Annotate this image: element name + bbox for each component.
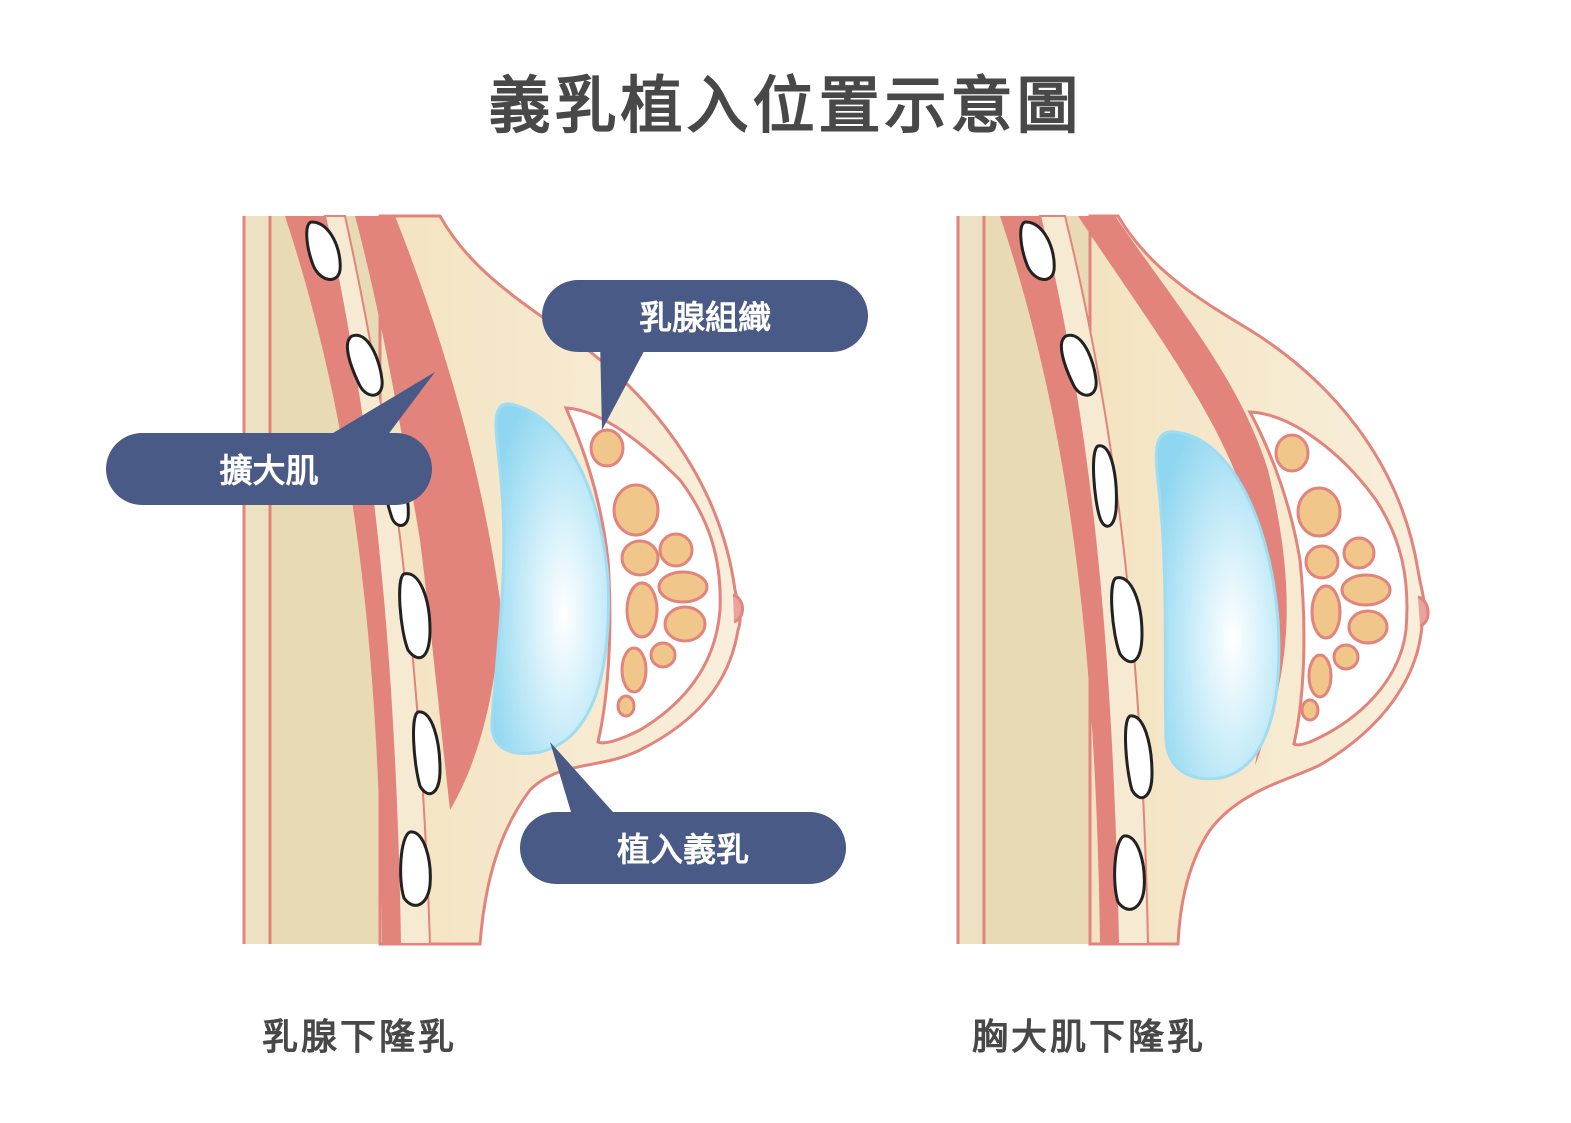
callout-muscle-pointer — [308, 372, 435, 448]
caption-subglandular: 乳腺下隆乳 — [262, 1017, 458, 1058]
fat-lobules — [1274, 433, 1392, 722]
page-title: 義乳植入位置示意圖 — [488, 69, 1083, 142]
callout-gland-pointer — [600, 340, 650, 430]
callout-implant: 植入義乳 — [520, 742, 846, 884]
callout-gland-label: 乳腺組織 — [639, 298, 771, 337]
implant — [1154, 430, 1281, 781]
rib-band — [1000, 216, 1118, 944]
ribs — [1019, 220, 1154, 911]
callout-implant-pointer — [550, 742, 622, 822]
chest-wall-edge — [958, 216, 984, 944]
callout-muscle: 擴大肌 — [106, 372, 435, 505]
subglandular-illustration — [242, 214, 744, 946]
mammary-gland — [1247, 410, 1409, 747]
caption-submuscular: 胸大肌下隆乳 — [972, 1017, 1207, 1058]
nipple — [732, 593, 744, 624]
chest-wall-edge — [244, 216, 270, 944]
callout-gland: 乳腺組織 — [542, 280, 868, 430]
callout-muscle-label: 擴大肌 — [220, 451, 319, 490]
fat-lobules — [589, 428, 709, 718]
submuscular-illustration — [956, 214, 1430, 946]
pectoral-muscle — [355, 216, 500, 810]
nipple — [1417, 595, 1430, 628]
rib-band — [285, 216, 400, 944]
callout-implant-label: 植入義乳 — [617, 830, 749, 869]
implant — [490, 402, 610, 755]
